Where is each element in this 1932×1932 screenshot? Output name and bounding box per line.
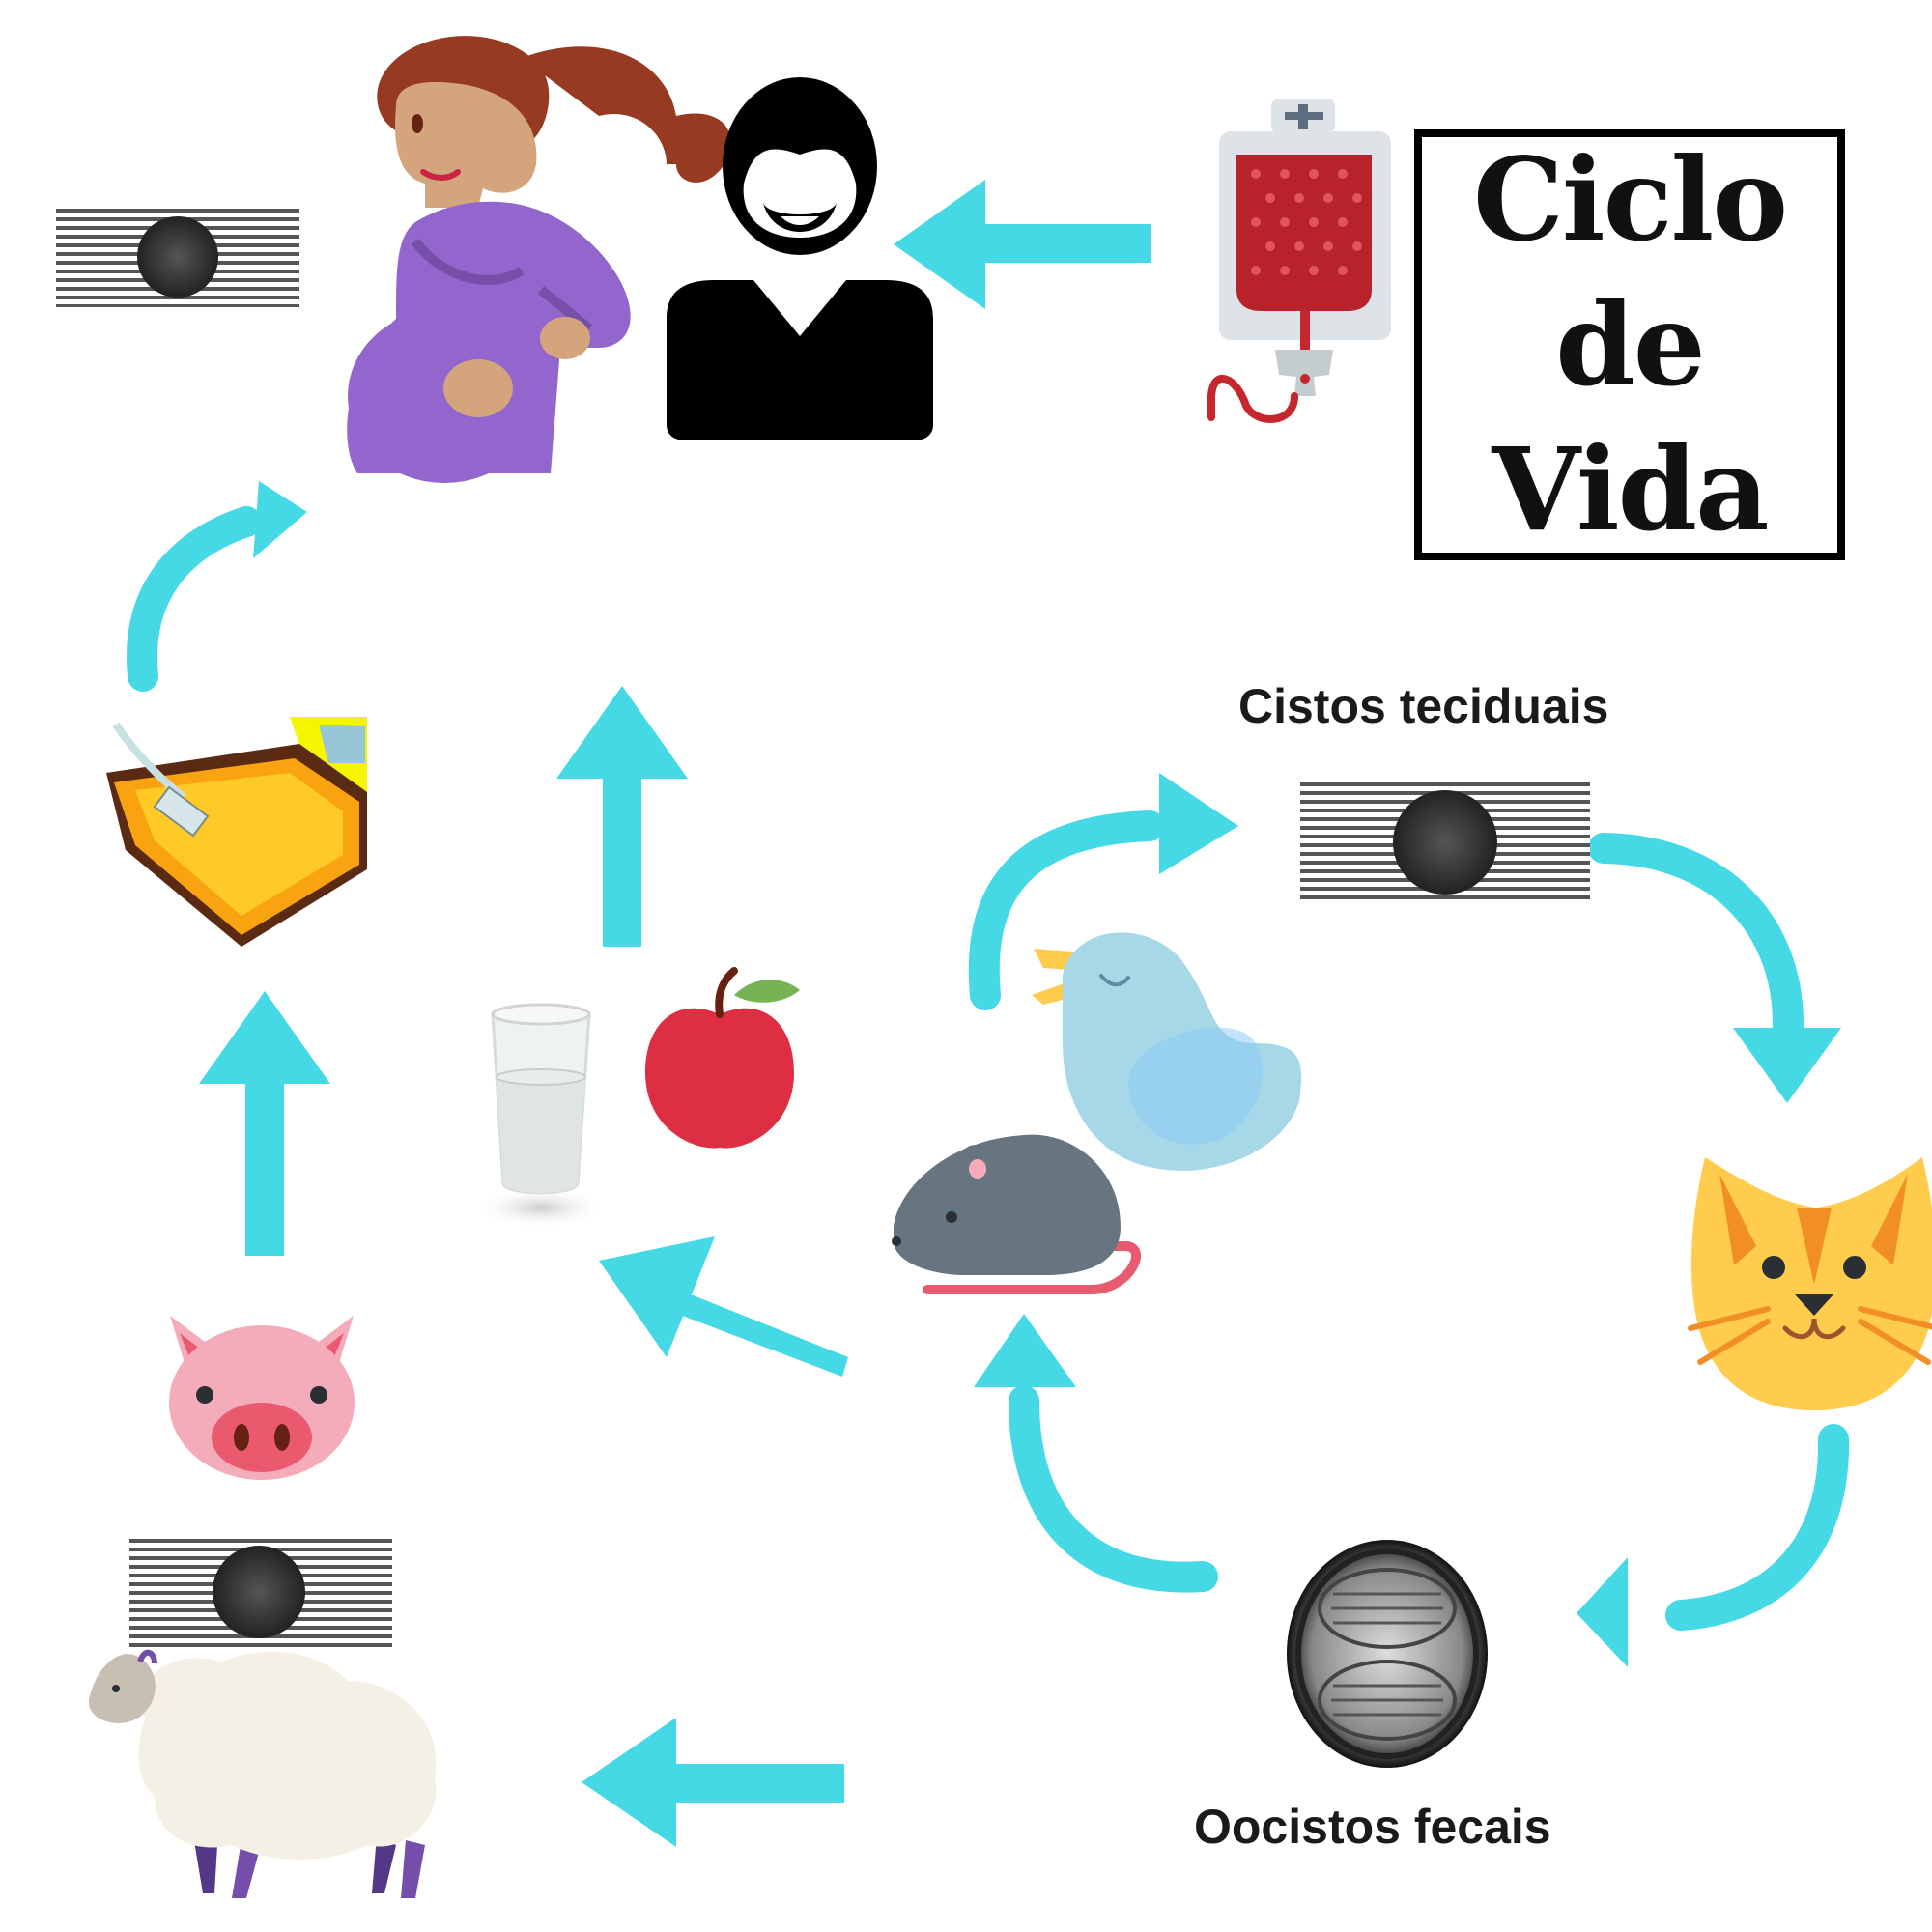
- arrow-to-sheep: [582, 1718, 844, 1847]
- arrowhead-cysts: [1733, 1028, 1841, 1103]
- arrow-cysts-to-cat: [1588, 833, 1804, 1059]
- cyst-icon-sheep: [129, 1536, 392, 1648]
- arrow-blood-to-man: [894, 180, 1151, 309]
- man-icon: [667, 77, 933, 440]
- title-box: Ciclo de Vida: [1414, 129, 1845, 560]
- title-line-3: Vida: [1492, 422, 1769, 556]
- cat-icon: [1688, 1157, 1932, 1410]
- mouse-icon: [892, 1134, 1141, 1294]
- blood-bag-icon: [1208, 99, 1391, 423]
- curved-arrows: [127, 506, 1850, 1631]
- apple-icon: [645, 967, 800, 1149]
- tissue-cysts-label: Cistos teciduais: [1238, 679, 1609, 733]
- arrow-bird-to-cysts: [968, 810, 1165, 1010]
- arrows: [199, 180, 1151, 1847]
- pregnant-woman-icon: [347, 36, 731, 483]
- title-line-2: de: [1555, 277, 1706, 412]
- curved-arrowheads: [253, 481, 1841, 1667]
- cooking-pan-icon: [97, 715, 367, 947]
- arrowhead-cat: [1577, 1557, 1628, 1667]
- title-line-1: Ciclo: [1472, 132, 1788, 267]
- arrow-cooking-to-woman: [127, 506, 262, 692]
- pig-icon: [169, 1316, 355, 1480]
- cyst-icon-top: [56, 205, 299, 307]
- arrow-oocyst-to-mouse: [1009, 1385, 1218, 1593]
- arrow-pig-up: [199, 991, 330, 1256]
- sheep-icon: [88, 1649, 437, 1898]
- water-glass-icon: [473, 1003, 609, 1229]
- arrowhead-cooking: [253, 481, 307, 558]
- arrowhead-oocyst: [974, 1314, 1076, 1387]
- arrowhead-bird: [1159, 773, 1238, 874]
- arrow-cat-to-oocyst: [1665, 1424, 1850, 1631]
- fecal-oocysts-label: Oocistos fecais: [1194, 1800, 1551, 1854]
- bird-icon: [1032, 932, 1302, 1171]
- oocyst-icon: [1287, 1540, 1488, 1768]
- arrow-mouse-to-food: [599, 1236, 848, 1377]
- cyst-icon-tissue: [1300, 781, 1590, 904]
- arrow-food-up: [556, 686, 688, 947]
